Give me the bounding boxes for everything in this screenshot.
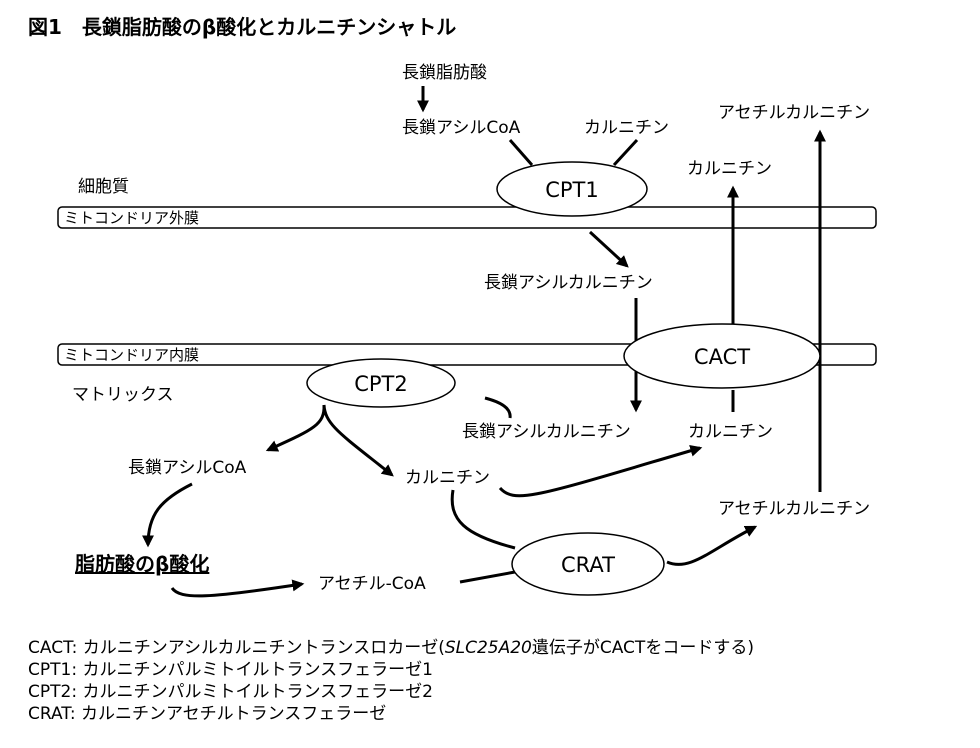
cpt2-ellipse: [306, 358, 456, 408]
carnitine-matrix-label: カルニチン: [405, 468, 490, 488]
legend-cact: CACT: カルニチンアシルカルニチントランスロカーゼ(SLC25A20遺伝子が…: [28, 638, 754, 658]
acylcoa-matrix-label: 長鎖アシルCoA: [128, 458, 247, 478]
arrow-acylcoa-to-beta-oxidation: [142, 482, 193, 548]
line-acylcarnitine-cpt2: [484, 396, 512, 419]
figure-title: 図1 長鎖脂肪酸のβ酸化とカルニチンシャトル: [28, 15, 456, 39]
cpt1-label: CPT1: [545, 178, 599, 202]
arrow-cpt2-to-carnitine: [322, 404, 394, 477]
line-acylcoa-cpt1: [508, 139, 534, 166]
acetylcarnitine-matrix-label: アセチルカルニチン: [718, 499, 870, 519]
line-carnitine-to-crat: [450, 489, 516, 550]
acylcarnitine-matrix-label: 長鎖アシルカルニチン: [462, 422, 631, 442]
line-acetylcoa-to-crat: [459, 570, 516, 584]
arrow-crat-to-acetylcarnitine: [666, 525, 758, 566]
arrow-cpt1-to-acylcarnitine: [588, 230, 629, 268]
crat-label: CRAT: [561, 553, 615, 577]
cpt2-label: CPT2: [354, 372, 408, 396]
arrow-beta-oxidation-to-acetylcoa: [170, 579, 305, 598]
gene-name: SLC25A20: [444, 638, 532, 658]
outer-membrane-label: ミトコンドリア外膜: [64, 209, 199, 227]
legend: CACT: カルニチンアシルカルニチントランスロカーゼ(SLC25A20遺伝子が…: [28, 637, 754, 725]
legend-cpt2: CPT2: カルニチンパルミトイルトランスフェラーゼ2: [28, 682, 433, 702]
acylcarnitine-mid-label: 長鎖アシルカルニチン: [484, 273, 653, 293]
acylcoa-top-label: 長鎖アシルCoA: [402, 118, 521, 138]
carnitine-out-label: カルニチン: [687, 159, 772, 179]
cact-ellipse: [623, 323, 821, 389]
legend-crat: CRAT: カルニチンアセチルトランスフェラーゼ: [28, 704, 387, 724]
legend-cpt1: CPT1: カルニチンパルミトイルトランスフェラーゼ1: [28, 660, 433, 680]
cpt1-ellipse: [496, 161, 648, 217]
crat-ellipse: [511, 532, 665, 596]
carnitine-matrix-right-label: カルニチン: [688, 422, 773, 442]
arrow-cpt2-to-acylcoa: [265, 404, 326, 452]
carnitine-top-label: カルニチン: [584, 118, 669, 138]
beta-oxidation-label: 脂肪酸のβ酸化: [75, 552, 209, 576]
arrow-carnitine-to-cact: [498, 444, 703, 498]
outer-membrane-bar: [57, 206, 877, 229]
lcfa-label: 長鎖脂肪酸: [402, 63, 487, 83]
acetylcoa-label: アセチル-CoA: [318, 574, 426, 594]
matrix-label: マトリックス: [72, 385, 174, 405]
cytoplasm-label: 細胞質: [78, 177, 129, 197]
inner-membrane-label: ミトコンドリア内膜: [64, 346, 199, 364]
acetylcarnitine-top-label: アセチルカルニチン: [718, 103, 870, 123]
cact-label: CACT: [694, 345, 750, 369]
line-carnitine-cpt1: [612, 138, 639, 167]
